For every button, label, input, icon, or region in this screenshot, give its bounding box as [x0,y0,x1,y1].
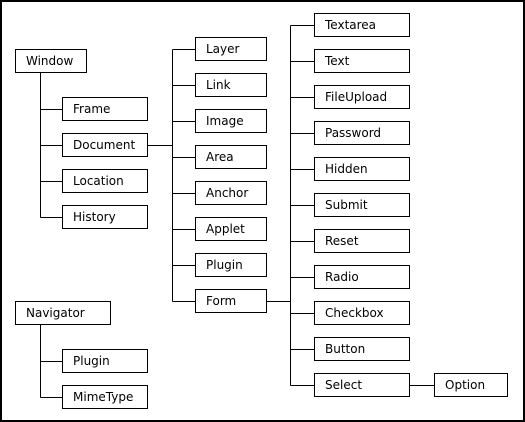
node-history: History [62,205,148,229]
node-applet: Applet [195,217,267,241]
node-anchor: Anchor [195,181,267,205]
node-button: Button [314,337,410,361]
node-frame: Frame [62,97,148,121]
node-area: Area [195,145,267,169]
node-hidden: Hidden [314,157,410,181]
node-select: Select [314,373,410,397]
node-submit: Submit [314,193,410,217]
node-mimetype: MimeType [62,385,148,409]
node-layer: Layer [195,37,267,61]
node-document: Document [62,133,148,157]
node-navigator: Navigator [15,301,111,325]
node-password: Password [314,121,410,145]
node-location: Location [62,169,148,193]
node-checkbox: Checkbox [314,301,410,325]
node-text: Text [314,49,410,73]
node-link: Link [195,73,267,97]
node-form: Form [195,289,267,313]
node-textarea: Textarea [314,13,410,37]
node-reset: Reset [314,229,410,253]
node-plugin-document: Plugin [195,253,267,277]
node-plugin-navigator: Plugin [62,349,148,373]
node-radio: Radio [314,265,410,289]
node-fileupload: FileUpload [314,85,410,109]
node-option: Option [434,373,508,397]
node-image: Image [195,109,267,133]
node-window: Window [15,49,87,73]
